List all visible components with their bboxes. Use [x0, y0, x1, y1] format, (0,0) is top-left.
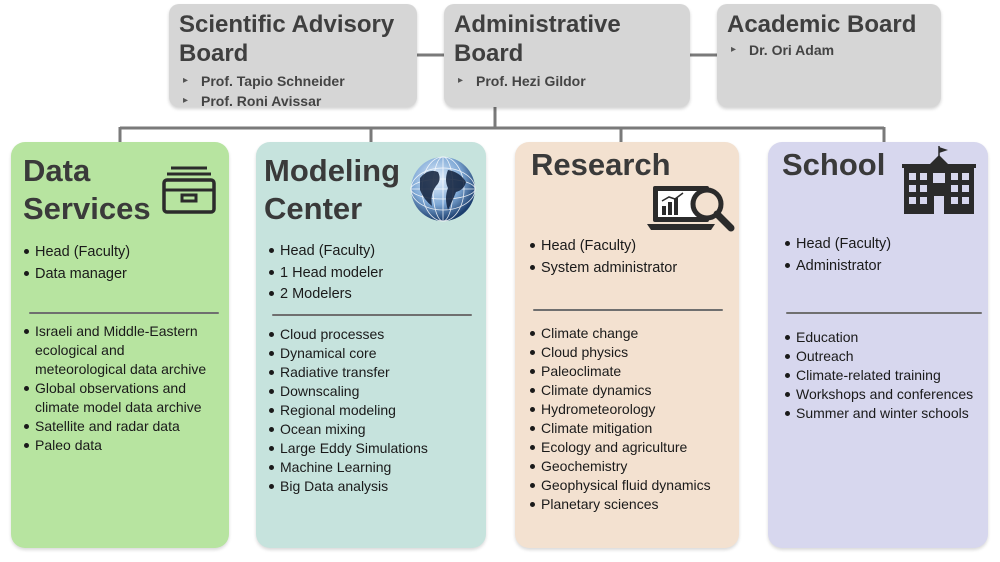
board-members: Dr. Ori Adam	[727, 40, 931, 60]
staff-list: Head (Faculty) Administrator	[784, 234, 980, 277]
board-title-line: Board	[454, 40, 524, 67]
academic-board: Academic Board Dr. Ori Adam	[717, 4, 941, 107]
board-title-line: Scientific Advisory	[179, 11, 395, 38]
board-title: Academic Board	[727, 11, 917, 38]
data-services-card: Data Services Head (Faculty) Data manage…	[11, 142, 229, 548]
staff-list: Head (Faculty) 1 Head modeler 2 Modelers	[268, 241, 478, 306]
list-item: Large Eddy Simulations	[268, 439, 483, 458]
list-item: Paleo data	[23, 436, 227, 455]
filing-cabinet-icon	[162, 166, 216, 214]
board-title-line: Administrative	[454, 11, 621, 38]
list-item: Global observations and climate model da…	[23, 379, 227, 417]
list-item: Geophysical fluid dynamics	[529, 476, 737, 495]
list-item: Summer and winter schools	[784, 404, 988, 423]
scientific-advisory-board: Scientific Advisory Board Prof. Tapio Sc…	[169, 4, 417, 111]
card-title-line: Center	[264, 191, 363, 226]
topic-list: Climate change Cloud physics Paleoclimat…	[529, 324, 737, 514]
card-title: School	[782, 147, 886, 182]
list-item: Climate mitigation	[529, 419, 737, 438]
list-item: Machine Learning	[268, 458, 483, 477]
card-title: Research	[531, 147, 671, 182]
board-members: Prof. Tapio Schneider Prof. Roni Avissar	[179, 71, 407, 111]
topic-list: Education Outreach Climate-related train…	[784, 328, 988, 423]
list-item: Workshops and conferences	[784, 385, 988, 404]
list-item: Administrator	[784, 256, 980, 278]
list-item: Head (Faculty)	[529, 236, 729, 258]
school-building-icon	[902, 146, 976, 214]
list-item: Cloud processes	[268, 325, 483, 344]
list-item-line: Israeli and Middle-Eastern	[35, 323, 198, 339]
card-title-line: Data	[23, 153, 91, 188]
list-item: Satellite and radar data	[23, 417, 227, 436]
section-divider	[786, 312, 982, 314]
school-card: School Head (Faculty) Administrator Educ…	[768, 142, 988, 548]
research-card: Research Head (Faculty) System administr…	[515, 142, 739, 548]
staff-list: Head (Faculty) Data manager	[23, 242, 223, 285]
list-item: Climate-related training	[784, 366, 988, 385]
list-item: Head (Faculty)	[268, 241, 478, 263]
list-item: Climate dynamics	[529, 381, 737, 400]
laptop-analytics-icon	[647, 186, 735, 232]
list-item: Paleoclimate	[529, 362, 737, 381]
list-item: Climate change	[529, 324, 737, 343]
list-item: Outreach	[784, 347, 988, 366]
section-divider	[533, 309, 723, 311]
member-item: Prof. Hezi Gildor	[458, 71, 680, 91]
list-item: Head (Faculty)	[23, 242, 223, 264]
list-item: Dynamical core	[268, 344, 483, 363]
list-item: 1 Head modeler	[268, 263, 478, 285]
list-item: Israeli and Middle-Eastern ecological an…	[23, 322, 227, 379]
staff-list: Head (Faculty) System administrator	[529, 236, 729, 279]
list-item: System administrator	[529, 258, 729, 280]
list-item: Head (Faculty)	[784, 234, 980, 256]
card-title-line: Services	[23, 191, 151, 226]
member-item: Dr. Ori Adam	[731, 40, 931, 60]
list-item-line: climate model data archive	[35, 399, 202, 415]
list-item: Planetary sciences	[529, 495, 737, 514]
section-divider	[29, 312, 219, 314]
list-item: Ecology and agriculture	[529, 438, 737, 457]
list-item: Regional modeling	[268, 401, 483, 420]
list-item: Data manager	[23, 264, 223, 286]
member-item: Prof. Roni Avissar	[183, 91, 407, 111]
topic-list: Cloud processes Dynamical core Radiative…	[268, 325, 483, 496]
globe-icon	[410, 156, 476, 222]
list-item: Cloud physics	[529, 343, 737, 362]
administrative-board: Administrative Board Prof. Hezi Gildor	[444, 4, 690, 107]
board-members: Prof. Hezi Gildor	[454, 71, 680, 91]
list-item: Downscaling	[268, 382, 483, 401]
list-item: Hydrometeorology	[529, 400, 737, 419]
list-item: Ocean mixing	[268, 420, 483, 439]
list-item: 2 Modelers	[268, 284, 478, 306]
board-title: Scientific Advisory Board	[179, 10, 407, 68]
section-divider	[272, 314, 472, 316]
topic-list: Israeli and Middle-Eastern ecological an…	[23, 322, 227, 455]
list-item-line: meteorological data archive	[35, 361, 207, 377]
list-item: Big Data analysis	[268, 477, 483, 496]
card-title-line: Modeling	[264, 153, 401, 188]
list-item-line: ecological and	[35, 342, 125, 358]
card-title: Data Services	[23, 152, 151, 228]
list-item: Education	[784, 328, 988, 347]
board-title: Administrative Board	[454, 10, 680, 68]
list-item: Radiative transfer	[268, 363, 483, 382]
list-item-line: Global observations and	[35, 380, 186, 396]
board-title-line: Board	[179, 40, 249, 67]
modeling-center-card: Modeling Center Head (Faculty) 1 Head mo…	[256, 142, 486, 548]
member-item: Prof. Tapio Schneider	[183, 71, 407, 91]
list-item: Geochemistry	[529, 457, 737, 476]
card-title: Modeling Center	[264, 152, 400, 228]
